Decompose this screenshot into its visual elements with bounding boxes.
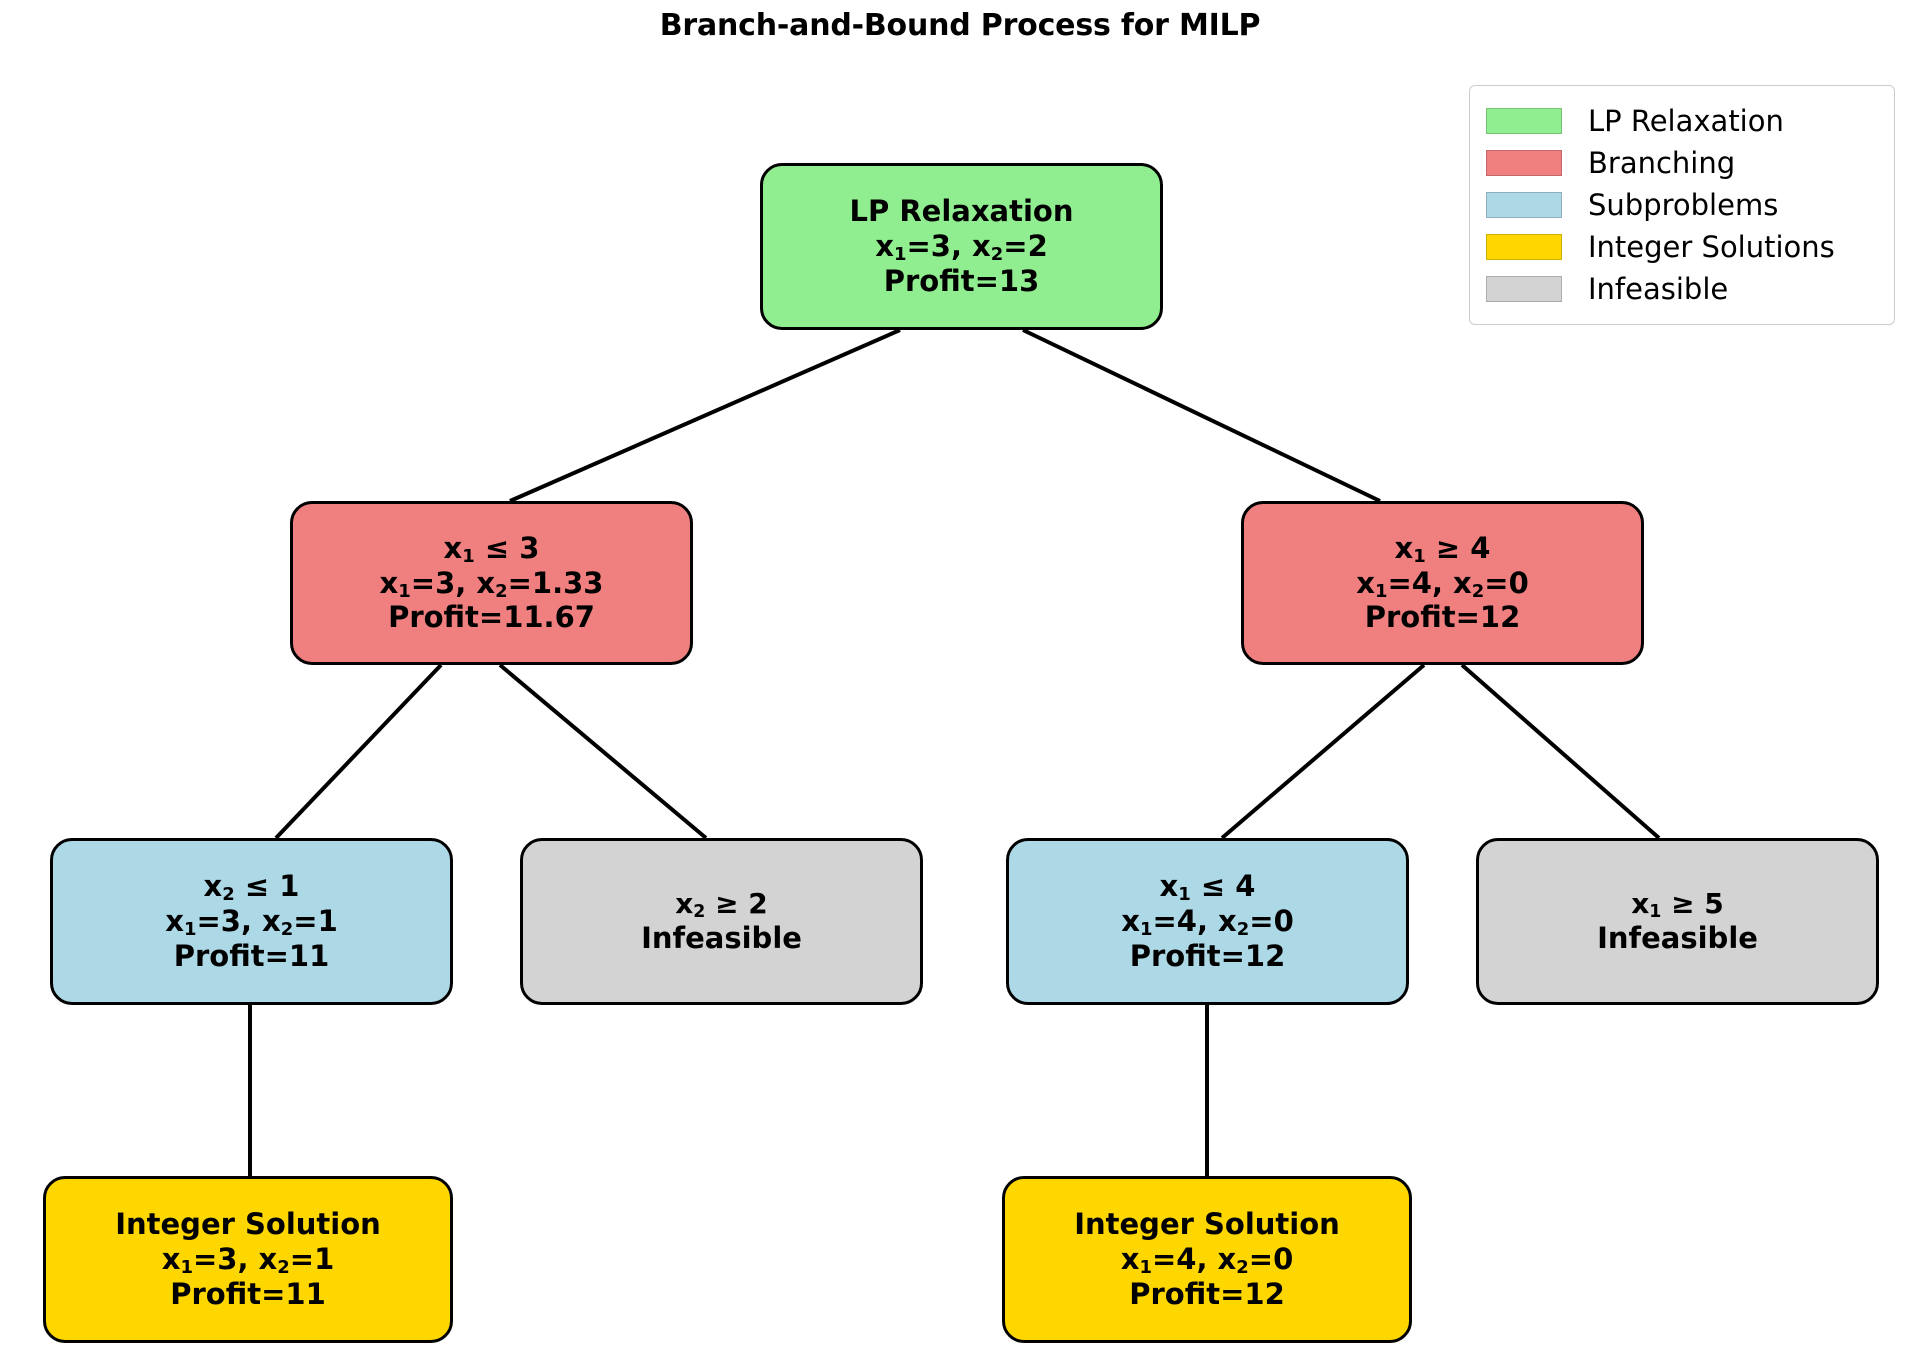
node-left-branch-line1: x1 ≤ 3 bbox=[443, 530, 540, 567]
node-integer-left[interactable]: Integer Solution x1=3, x2=1 Profit=11 bbox=[43, 1176, 453, 1343]
legend-swatch-infeasible bbox=[1486, 276, 1562, 302]
node-infeasible-x2-ge-2-line1: x2 ≥ 2 bbox=[675, 887, 768, 923]
node-left-branch-line2: x1=3, x2=1.33 bbox=[379, 565, 604, 602]
legend-label-integer-solutions: Integer Solutions bbox=[1588, 230, 1835, 264]
node-integer-right-line1: Integer Solution bbox=[1074, 1207, 1340, 1242]
legend: LP Relaxation Branching Subproblems Inte… bbox=[1469, 85, 1895, 325]
node-infeasible-x1-ge-5-line1: x1 ≥ 5 bbox=[1631, 887, 1724, 923]
node-sub-x2-le-1-line2: x1=3, x2=1 bbox=[165, 904, 338, 941]
node-integer-left-line2: x1=3, x2=1 bbox=[161, 1242, 335, 1279]
legend-item-integer-solutions[interactable]: Integer Solutions bbox=[1486, 226, 1876, 268]
node-right-branch-line2: x1=4, x2=0 bbox=[1356, 565, 1529, 602]
node-root[interactable]: LP Relaxation x1=3, x2=2 Profit=13 bbox=[760, 163, 1163, 330]
node-integer-right-line2: x1=4, x2=0 bbox=[1120, 1242, 1294, 1279]
node-sub-x2-le-1-line1: x2 ≤ 1 bbox=[203, 869, 300, 906]
legend-item-branching[interactable]: Branching bbox=[1486, 142, 1876, 184]
node-right-branch[interactable]: x1 ≥ 4 x1=4, x2=0 Profit=12 bbox=[1241, 501, 1644, 665]
node-integer-right-line3: Profit=12 bbox=[1129, 1276, 1285, 1311]
legend-item-subproblems[interactable]: Subproblems bbox=[1486, 184, 1876, 226]
edge-left-branch-to-sub-x2-le-1 bbox=[274, 663, 443, 840]
node-left-branch-line3: Profit=11.67 bbox=[388, 600, 595, 635]
node-infeasible-x1-ge-5[interactable]: x1 ≥ 5 Infeasible bbox=[1476, 838, 1879, 1005]
edge-root-to-right-branch bbox=[1022, 328, 1381, 503]
edge-left-branch-to-infeasible-x2-ge-2 bbox=[498, 663, 708, 840]
node-infeasible-x2-ge-2[interactable]: x2 ≥ 2 Infeasible bbox=[520, 838, 923, 1005]
node-infeasible-x1-ge-5-line2: Infeasible bbox=[1597, 920, 1758, 955]
legend-swatch-integer-solutions bbox=[1486, 234, 1562, 260]
node-sub-x2-le-1-line3: Profit=11 bbox=[173, 938, 330, 973]
edge-right-branch-to-sub-x1-le-4 bbox=[1220, 663, 1426, 840]
node-root-line2: x1=3, x2=2 bbox=[875, 229, 1048, 266]
page-title: Branch-and-Bound Process for MILP bbox=[659, 8, 1261, 43]
node-sub-x2-le-1[interactable]: x2 ≤ 1 x1=3, x2=1 Profit=11 bbox=[50, 838, 453, 1005]
legend-item-infeasible[interactable]: Infeasible bbox=[1486, 268, 1876, 310]
node-root-line1: LP Relaxation bbox=[849, 194, 1074, 229]
node-sub-x1-le-4[interactable]: x1 ≤ 4 x1=4, x2=0 Profit=12 bbox=[1006, 838, 1409, 1005]
edge-root-to-left-branch bbox=[509, 328, 901, 503]
node-sub-x1-le-4-line3: Profit=12 bbox=[1129, 938, 1286, 973]
legend-swatch-lp-relaxation bbox=[1486, 108, 1562, 134]
node-root-line3: Profit=13 bbox=[883, 263, 1040, 298]
legend-label-lp-relaxation: LP Relaxation bbox=[1588, 104, 1784, 138]
node-right-branch-line3: Profit=12 bbox=[1364, 600, 1521, 635]
node-right-branch-line1: x1 ≥ 4 bbox=[1394, 530, 1491, 567]
legend-label-subproblems: Subproblems bbox=[1588, 188, 1779, 222]
legend-swatch-branching bbox=[1486, 150, 1562, 176]
legend-item-lp-relaxation[interactable]: LP Relaxation bbox=[1486, 100, 1876, 142]
node-sub-x1-le-4-line1: x1 ≤ 4 bbox=[1159, 869, 1256, 906]
edge-right-branch-to-infeasible-x1-ge-5 bbox=[1460, 663, 1661, 840]
legend-label-branching: Branching bbox=[1588, 146, 1736, 180]
node-sub-x1-le-4-line2: x1=4, x2=0 bbox=[1121, 904, 1294, 941]
node-left-branch[interactable]: x1 ≤ 3 x1=3, x2=1.33 Profit=11.67 bbox=[290, 501, 693, 665]
node-integer-right[interactable]: Integer Solution x1=4, x2=0 Profit=12 bbox=[1002, 1176, 1412, 1343]
node-integer-left-line3: Profit=11 bbox=[170, 1276, 326, 1311]
node-infeasible-x2-ge-2-line2: Infeasible bbox=[641, 920, 802, 955]
legend-swatch-subproblems bbox=[1486, 192, 1562, 218]
node-integer-left-line1: Integer Solution bbox=[115, 1207, 381, 1242]
legend-label-infeasible: Infeasible bbox=[1588, 272, 1729, 306]
